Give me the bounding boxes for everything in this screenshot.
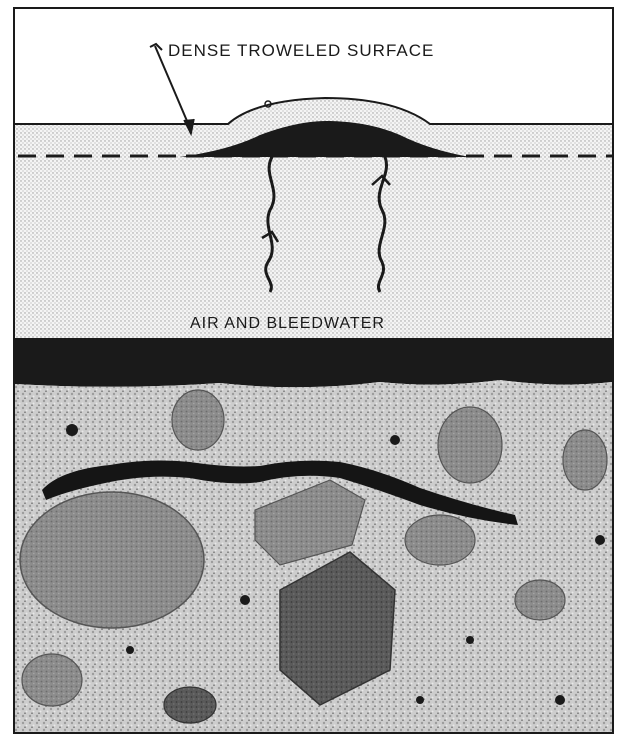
void [466, 636, 474, 644]
void [126, 646, 134, 654]
dense-troweled-surface-label: DENSE TROWELED SURFACE [168, 41, 434, 61]
void [595, 535, 605, 545]
aggregate-right-mid [405, 515, 475, 565]
aggregate-large-left [20, 492, 204, 628]
aggregate-bottom [164, 687, 216, 723]
aggregate-lower-left [22, 654, 82, 706]
void [416, 696, 424, 704]
void [66, 424, 78, 436]
void [240, 595, 250, 605]
void [390, 435, 400, 445]
void [555, 695, 565, 705]
aggregate-lower-right [515, 580, 565, 620]
aggregate-far-right [563, 430, 607, 490]
aggregate-upper-left [172, 390, 224, 450]
bleedwater-band [15, 338, 612, 387]
air-and-bleedwater-label: AIR AND BLEEDWATER [190, 315, 385, 333]
aggregate-upper-right [438, 407, 502, 483]
